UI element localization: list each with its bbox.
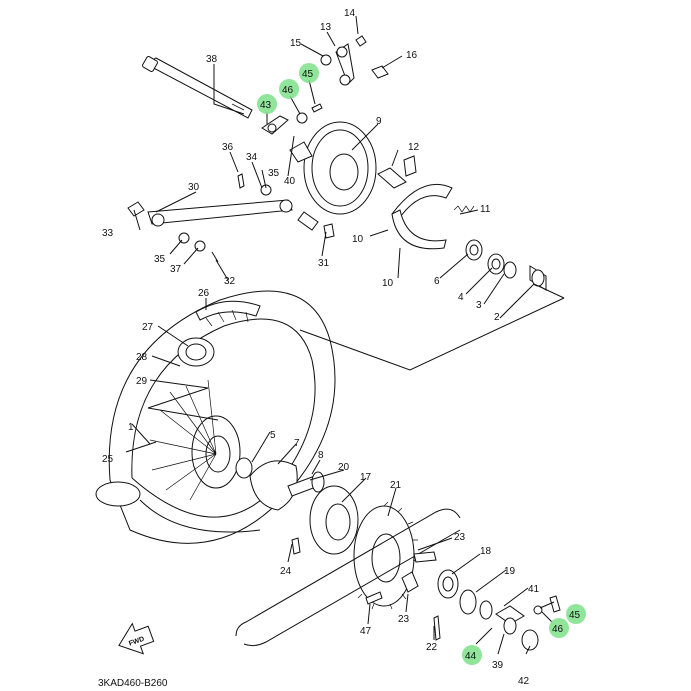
callout-label: 5 xyxy=(270,430,276,441)
callout-label: 16 xyxy=(406,50,418,61)
callout-label: 34 xyxy=(246,152,258,163)
brake-plate-part xyxy=(289,121,377,231)
callout-label: 45 xyxy=(302,69,314,80)
right-hardware-part xyxy=(291,537,561,651)
callout-label: 8 xyxy=(318,450,324,461)
callout-label: 21 xyxy=(390,480,402,491)
callout-label: 3 xyxy=(476,300,482,311)
callout-label: 25 xyxy=(102,454,114,465)
callout-label: 29 xyxy=(136,376,148,387)
callout-highlight xyxy=(257,94,277,114)
callout-label: 13 xyxy=(320,22,332,33)
diagram-code: 3KAD460-B260 xyxy=(98,678,168,689)
callout-label: 40 xyxy=(284,176,296,187)
callout-label: 35 xyxy=(154,254,166,265)
callout-label: 39 xyxy=(492,660,504,671)
sprocket-carrier-part xyxy=(309,485,359,555)
axle-part xyxy=(142,56,253,119)
sprocket-part xyxy=(353,501,419,610)
callout-label: 24 xyxy=(280,566,292,577)
rim-band-part xyxy=(177,337,215,367)
chain-part xyxy=(235,508,461,647)
callout-label: 37 xyxy=(170,264,182,275)
callout-label: 30 xyxy=(188,182,200,193)
callout-label: 46 xyxy=(282,85,294,96)
callout-label: 18 xyxy=(480,546,492,557)
callout-label: 12 xyxy=(408,142,420,153)
callout-label: 38 xyxy=(206,54,218,65)
callout-label: 47 xyxy=(360,626,372,637)
forward-arrow-icon: FWD xyxy=(118,622,155,655)
brake-rod-part xyxy=(320,35,389,86)
callout-label: 17 xyxy=(360,472,372,483)
callout-highlight xyxy=(566,604,586,624)
callout-label: 15 xyxy=(290,38,302,49)
callout-label: 1 xyxy=(128,422,134,433)
callout-highlight xyxy=(549,618,569,638)
bearing-stack-part xyxy=(465,239,547,291)
brake-shoe-part xyxy=(391,183,475,250)
callout-highlight xyxy=(279,79,299,99)
callout-label: 4 xyxy=(458,292,464,303)
callout-label: 23 xyxy=(398,614,410,625)
callout-label: 28 xyxy=(136,352,148,363)
callout-highlight xyxy=(462,645,482,665)
leader-lines xyxy=(125,15,565,655)
callout-label: 6 xyxy=(434,276,440,287)
callout-label: 7 xyxy=(294,438,300,449)
callout-label: 9 xyxy=(376,116,382,127)
callout-highlight xyxy=(299,63,319,83)
callout-label: 27 xyxy=(142,322,154,333)
callout-label: 42 xyxy=(518,676,530,687)
callout-label: 36 xyxy=(222,142,234,153)
brake-cam-part xyxy=(377,155,417,189)
hub-spokes-part xyxy=(149,379,241,501)
callout-label: 11 xyxy=(480,204,491,215)
tension-bar-part xyxy=(127,199,293,227)
callout-label: 43 xyxy=(260,100,272,111)
callout-label: 33 xyxy=(102,228,114,239)
tire-part xyxy=(195,300,261,327)
callout-label: 35 xyxy=(268,168,280,179)
callout-label: 22 xyxy=(426,642,438,653)
callout-label: 19 xyxy=(504,566,516,577)
callout-label: 10 xyxy=(352,234,364,245)
callout-label: 31 xyxy=(318,258,330,269)
callout-label: 32 xyxy=(224,276,236,287)
callout-label: 26 xyxy=(198,288,210,299)
callout-label: 46 xyxy=(552,624,564,635)
callout-labels: 1 2 3 4 5 6 7 8 9 10 10 11 12 13 14 15 1… xyxy=(102,8,586,687)
callout-label: 41 xyxy=(528,584,540,595)
callout-label: 20 xyxy=(338,462,350,473)
callout-label: 2 xyxy=(494,312,500,323)
callout-label: 45 xyxy=(569,610,581,621)
callout-label: 10 xyxy=(382,278,394,289)
callout-label: 44 xyxy=(465,651,477,662)
hub-damper-part xyxy=(235,457,325,511)
callout-label: 23 xyxy=(454,532,466,543)
chain-adjuster-part xyxy=(261,103,323,135)
callout-label: 14 xyxy=(344,8,356,19)
